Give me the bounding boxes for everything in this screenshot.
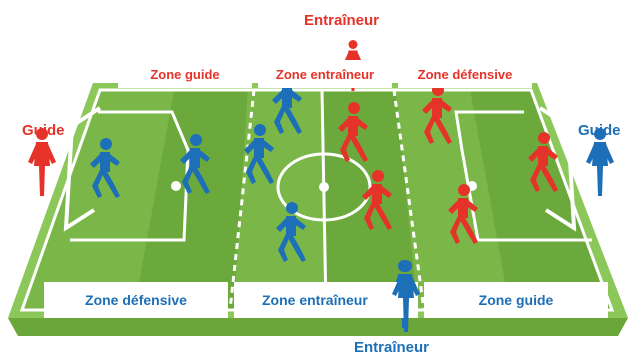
zone-divider-left — [228, 89, 256, 311]
zone-divider-right — [392, 89, 426, 311]
guide-right-label: Guide — [578, 122, 621, 139]
coach-bottom-overlay — [392, 260, 420, 332]
coach-top-label: Entraîneur — [304, 12, 380, 29]
penalty-spot-left — [171, 181, 181, 191]
zone-banner-bottom-defensive: Zone défensive — [44, 282, 228, 318]
coach-bottom-label: Entraîneur — [354, 339, 430, 356]
goal-icon — [538, 106, 577, 232]
zone-banner-top-coach: Zone entraîneur — [258, 60, 392, 88]
pitch-lines — [19, 88, 615, 312]
zone-banner-top-guide: Zone guide — [118, 60, 252, 88]
guide-left-label: Guide — [22, 122, 65, 139]
pitch-side-shadow — [8, 318, 628, 336]
zone-banner-bottom-coach: Zone entraîneur — [234, 282, 418, 318]
goal-icon — [63, 106, 102, 232]
zone-banner-bottom-guide: Zone guide — [424, 282, 608, 318]
center-spot — [319, 182, 329, 192]
pitch-stripes — [22, 90, 612, 310]
person-standing-icon — [392, 260, 420, 332]
zone-banner-top-defensive: Zone défensive — [398, 60, 532, 88]
